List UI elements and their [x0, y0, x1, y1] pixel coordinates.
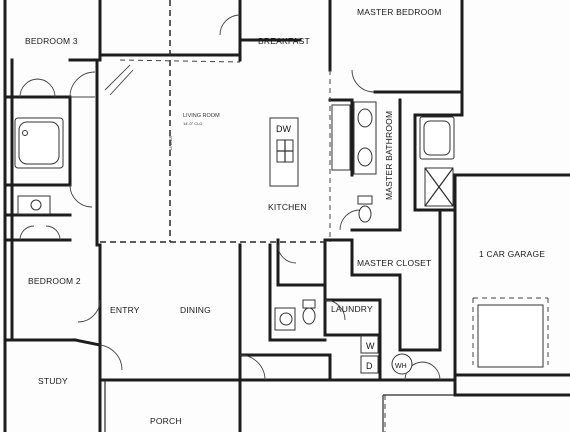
doors: [19, 14, 441, 381]
dashed-lines: [100, 0, 549, 432]
room-label-living-room: LIVING ROOM: [183, 113, 220, 119]
room-label-bedroom-2: BEDROOM 2: [28, 276, 81, 286]
room-label-master-bathroom: MASTER BATHROOM: [384, 111, 394, 200]
appliance-label-washer: W: [366, 341, 375, 351]
room-label-porch: PORCH: [150, 416, 182, 426]
room-label-laundry: LAUNDRY: [331, 304, 373, 314]
room-label-breakfast: BREAKFAST: [258, 36, 310, 46]
room-label-study: STUDY: [38, 376, 68, 386]
living-room-dimension: 14'-0" CLG: [183, 121, 203, 126]
living-room-vertical-note: LINEAR: [168, 135, 173, 150]
fixtures: [14, 101, 544, 375]
room-label-bedroom-3: BEDROOM 3: [25, 36, 78, 46]
room-label-garage: 1 CAR GARAGE: [479, 249, 545, 259]
appliance-label-dishwasher: DW: [276, 124, 291, 134]
room-label-master-closet: MASTER CLOSET: [357, 258, 431, 268]
room-label-dining: DINING: [180, 305, 211, 315]
room-label-entry: ENTRY: [110, 305, 140, 315]
appliance-label-dryer: D: [366, 361, 373, 371]
room-label-master-bedroom: MASTER BEDROOM: [357, 7, 442, 17]
appliance-label-water-heater: WH: [395, 363, 407, 370]
room-label-kitchen: KITCHEN: [268, 202, 307, 212]
walls: [3, 0, 570, 432]
